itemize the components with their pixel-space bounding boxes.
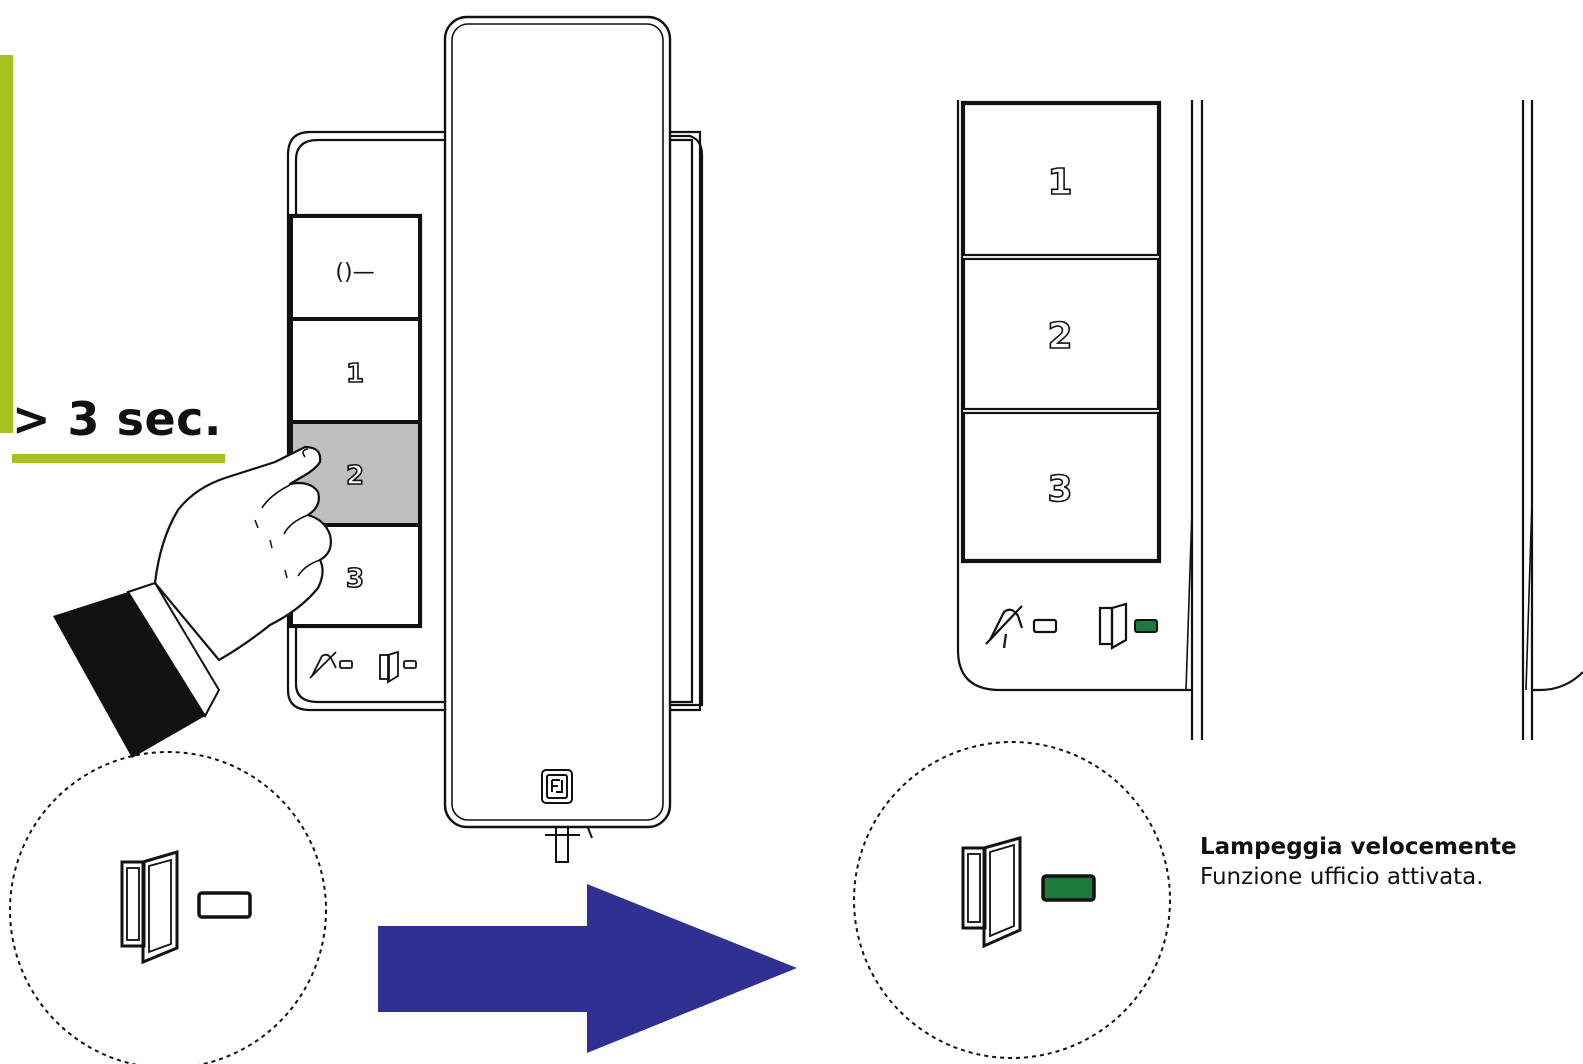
- closeup-button-1-label: 1: [1047, 162, 1072, 203]
- led-on: [1041, 874, 1096, 902]
- door-icon: [1098, 602, 1128, 650]
- door-icon: [961, 836, 1022, 949]
- mute-icon: [985, 605, 1058, 649]
- left-button-2-pressed[interactable]: 2: [291, 422, 420, 525]
- closeup-button-2[interactable]: 2: [962, 257, 1160, 411]
- led-on-small: [1134, 619, 1158, 633]
- led-off: [197, 891, 252, 919]
- accent-bar: [0, 55, 13, 433]
- zoom-circle-on: [853, 741, 1171, 1059]
- closeup-button-2-label: 2: [1047, 316, 1072, 357]
- duration-underline: [12, 454, 225, 463]
- button-1-label: 1: [346, 359, 364, 389]
- press-duration-label: > 3 sec.: [12, 392, 222, 446]
- door-icon: [379, 650, 417, 684]
- caption-title: Lampeggia velocemente: [1200, 834, 1517, 860]
- closeup-button-3[interactable]: 3: [962, 411, 1160, 562]
- brand-logo: [541, 769, 573, 804]
- key-symbol: ()—: [335, 260, 374, 285]
- hand-icon: [53, 445, 332, 758]
- arrow-right-icon: [378, 884, 797, 1053]
- handset: [443, 15, 672, 829]
- closeup-button-1[interactable]: 1: [962, 102, 1160, 257]
- door-icon: [120, 849, 179, 965]
- caption: Lampeggia velocemente Funzione ufficio a…: [1200, 832, 1580, 892]
- button-2-label: 2: [346, 461, 364, 491]
- left-button-1[interactable]: 1: [291, 319, 420, 422]
- button-3-label: 3: [346, 564, 364, 594]
- left-button-key[interactable]: ()—: [291, 216, 420, 319]
- caption-description: Funzione ufficio attivata.: [1200, 864, 1484, 890]
- mute-icon: [309, 651, 353, 679]
- zoom-circle-off: [9, 751, 327, 1064]
- closeup-button-3-label: 3: [1047, 469, 1072, 510]
